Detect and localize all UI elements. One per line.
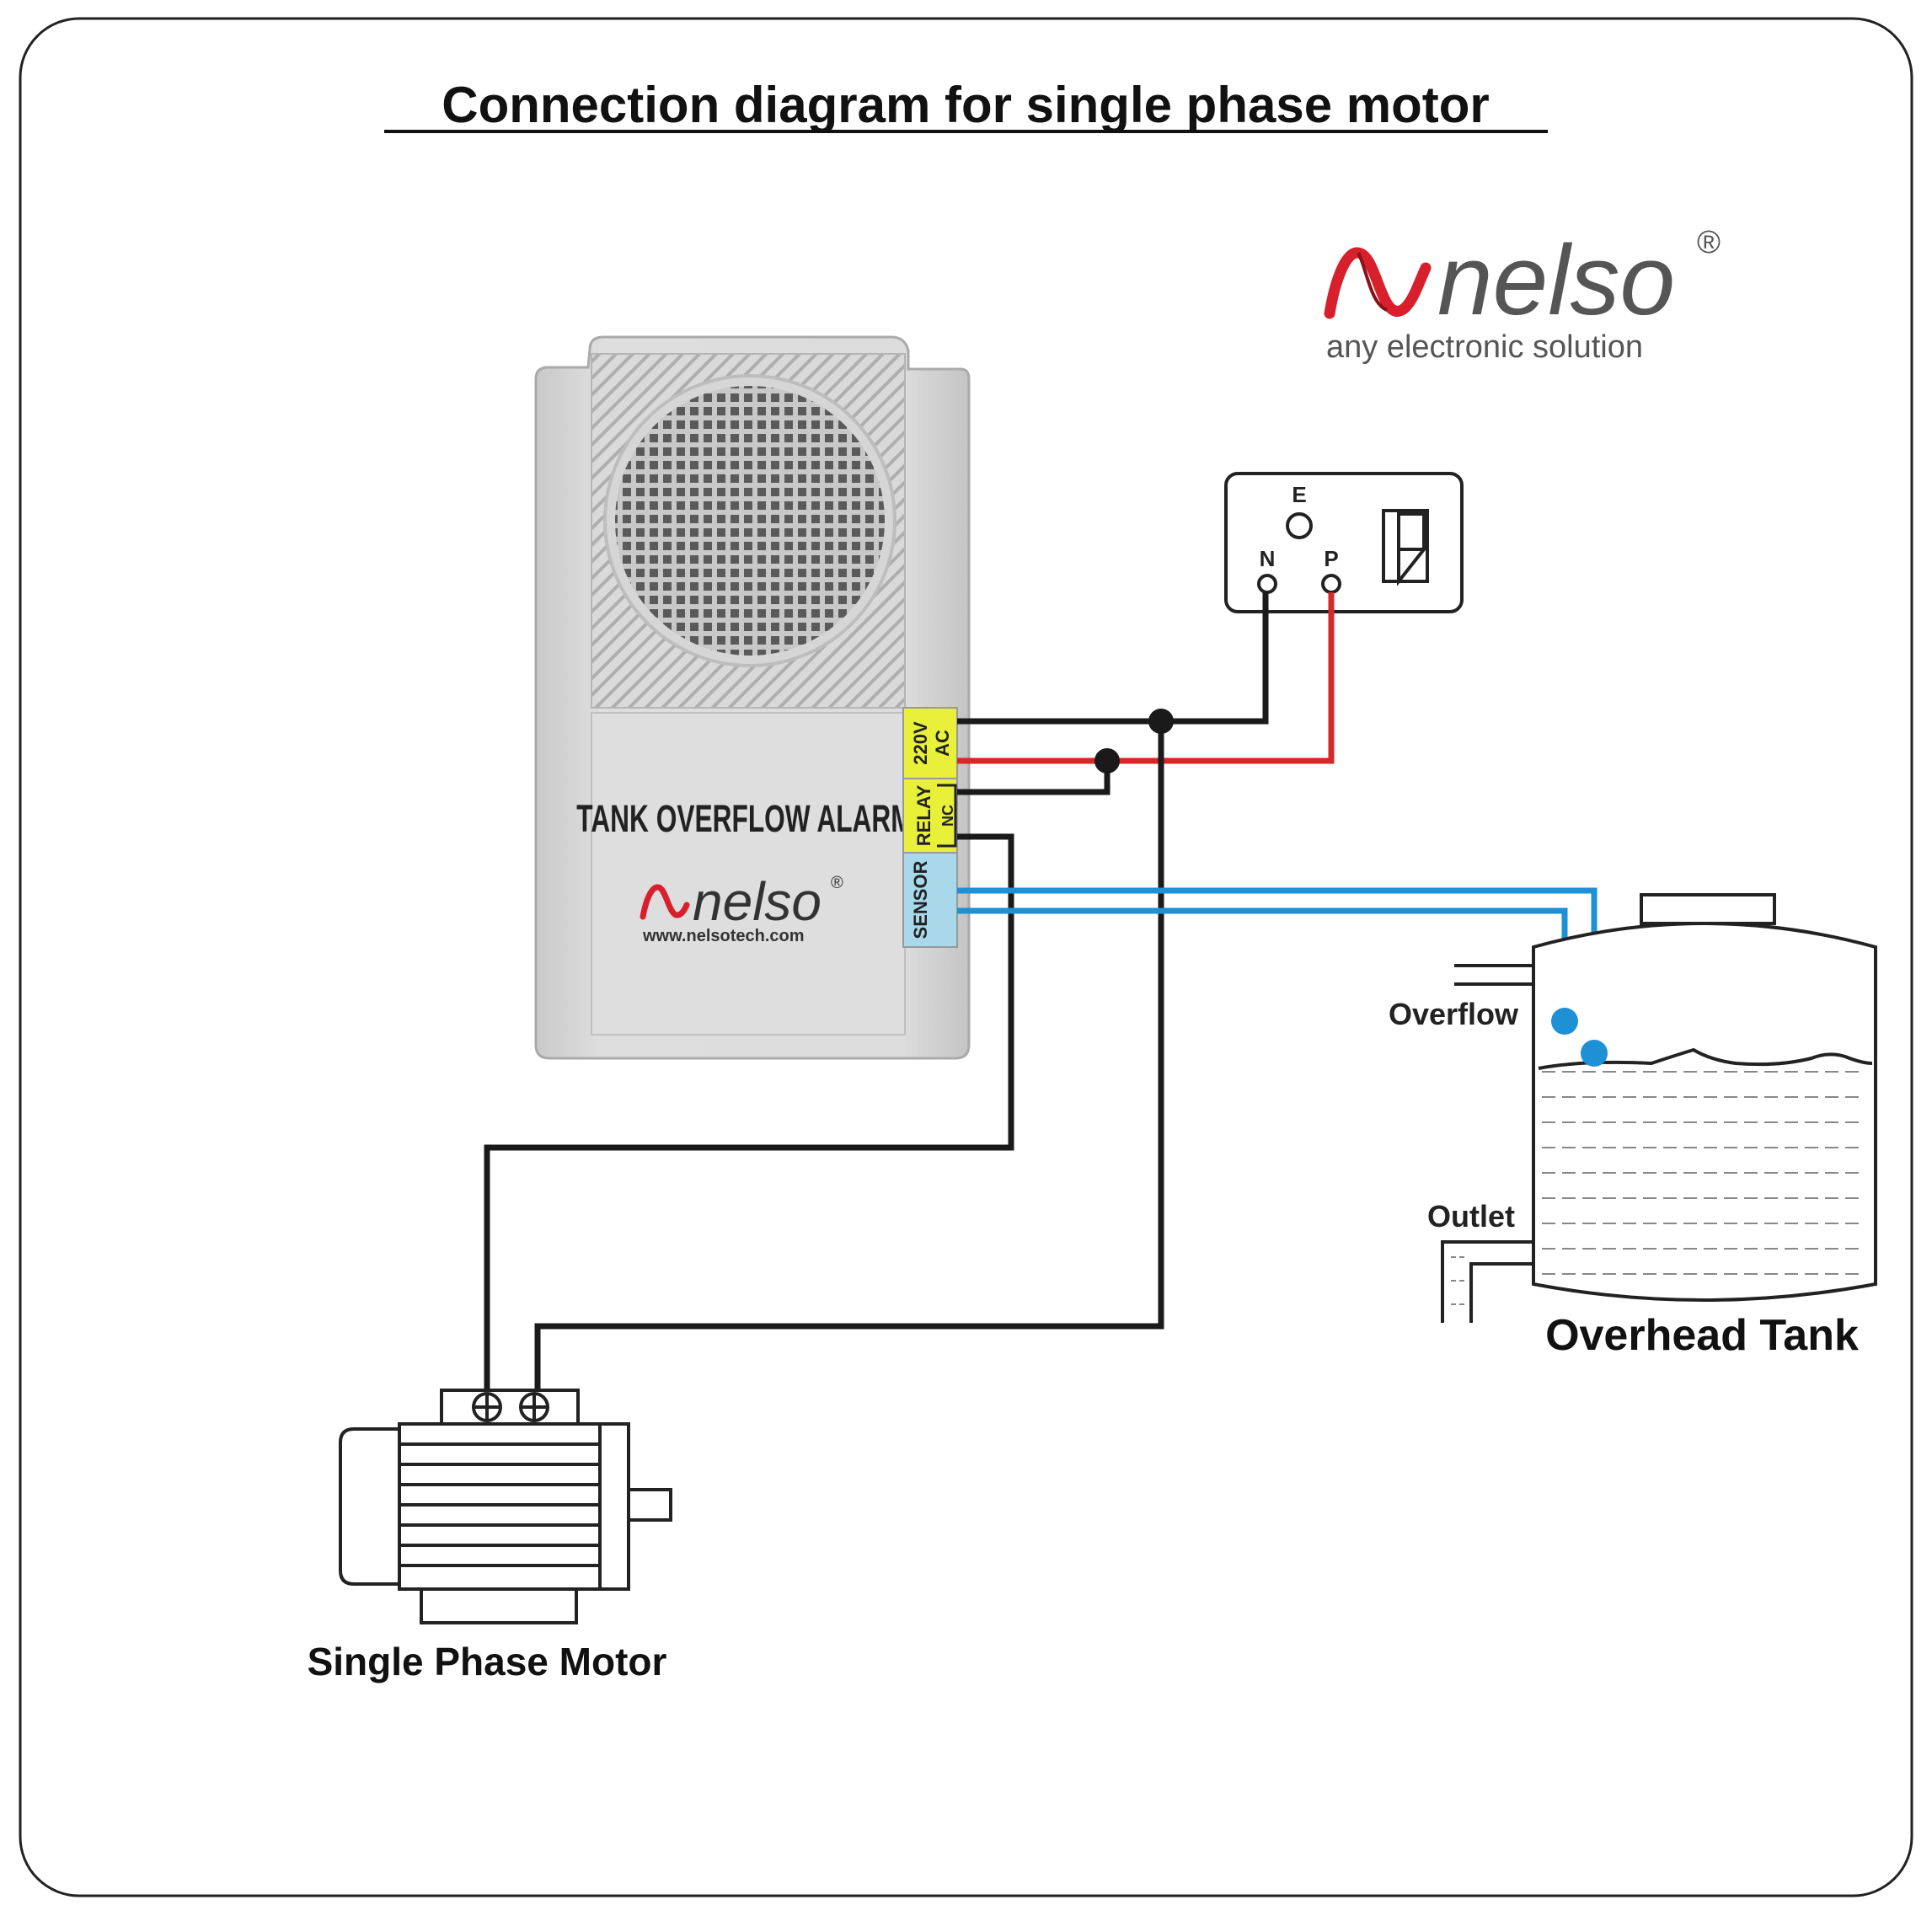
- wire-neutral: [957, 592, 1269, 725]
- outlet-water-lines: [1451, 1256, 1466, 1305]
- brand-logo: nelso ® any electronic solution: [1324, 225, 1721, 365]
- socket-label-neutral: N: [1260, 546, 1276, 571]
- brand-registered: ®: [1697, 225, 1721, 260]
- motor-label: Single Phase Motor: [308, 1640, 667, 1683]
- motor-end-cap: [339, 1427, 401, 1586]
- terminal-power-label-2: AC: [932, 730, 953, 757]
- overflow-label: Overflow: [1389, 997, 1519, 1031]
- overhead-tank: Overflow Outlet Overhead Tank: [1389, 893, 1877, 1360]
- brand-name: nelso: [1437, 225, 1675, 336]
- device-label: TANK OVERFLOW ALARM: [576, 799, 912, 841]
- tank-water-lines: [1542, 1071, 1862, 1275]
- terminal-power-label-1: 220V: [910, 721, 931, 765]
- single-phase-motor: [339, 1389, 672, 1624]
- outlet-pipe: [1441, 1240, 1533, 1323]
- power-socket: E N P: [1224, 472, 1464, 613]
- terminal-relay-nc-label: NC: [939, 805, 956, 827]
- motor-terminal-icon: [472, 1392, 549, 1422]
- tank-lid: [1640, 893, 1776, 925]
- junction-phase: [1094, 748, 1120, 773]
- wire-motor-relay: [484, 833, 1014, 1397]
- terminal-relay: [902, 778, 958, 854]
- wire-motor-neutral: [534, 721, 1164, 1397]
- socket-label-earth: E: [1292, 482, 1306, 507]
- motor-fins: [399, 1424, 602, 1589]
- terminal-sensor-label: SENSOR: [910, 860, 931, 939]
- motor-base: [420, 1587, 578, 1624]
- motor-shaft: [627, 1488, 672, 1522]
- junction-neutral: [1148, 709, 1174, 734]
- switch-icon: [1382, 509, 1429, 586]
- overflow-pipe: [1454, 964, 1533, 986]
- brand-wave-icon: [1324, 247, 1432, 319]
- tank-label: Overhead Tank: [1545, 1311, 1859, 1360]
- tank-shell: [1532, 922, 1877, 1302]
- device-brand-name: nelso: [693, 871, 822, 932]
- device-website: www.nelsotech.com: [642, 927, 805, 945]
- socket-label-phase: P: [1324, 546, 1338, 571]
- socket-neutral-hole: [1257, 574, 1277, 594]
- terminal-sensor: [902, 852, 958, 948]
- terminal-relay-label: RELAY: [913, 784, 934, 846]
- sensor-probe-level: [1581, 1040, 1608, 1067]
- socket-phase-hole: [1321, 574, 1341, 594]
- speaker-grille: [615, 386, 885, 656]
- device-brand-registered: ®: [831, 874, 843, 892]
- motor-terminal-box: [440, 1389, 580, 1426]
- alarm-device: TANK OVERFLOW ALARM nelso ® www.nelsotec…: [534, 335, 971, 1060]
- tank-water-surface: [1538, 1047, 1873, 1070]
- device-brand-wave-icon: [640, 884, 690, 920]
- relay-nc-bracket: [937, 784, 957, 848]
- terminal-power: [902, 707, 958, 779]
- page-title: Connection diagram for single phase moto…: [442, 77, 1489, 133]
- outlet-label: Outlet: [1427, 1199, 1515, 1234]
- wire-phase: [957, 592, 1335, 764]
- brand-tagline: any electronic solution: [1326, 329, 1643, 365]
- socket-earth-hole: [1286, 512, 1313, 539]
- sensor-probe-overflow: [1551, 1008, 1578, 1035]
- device-lower-panel: [591, 712, 906, 1036]
